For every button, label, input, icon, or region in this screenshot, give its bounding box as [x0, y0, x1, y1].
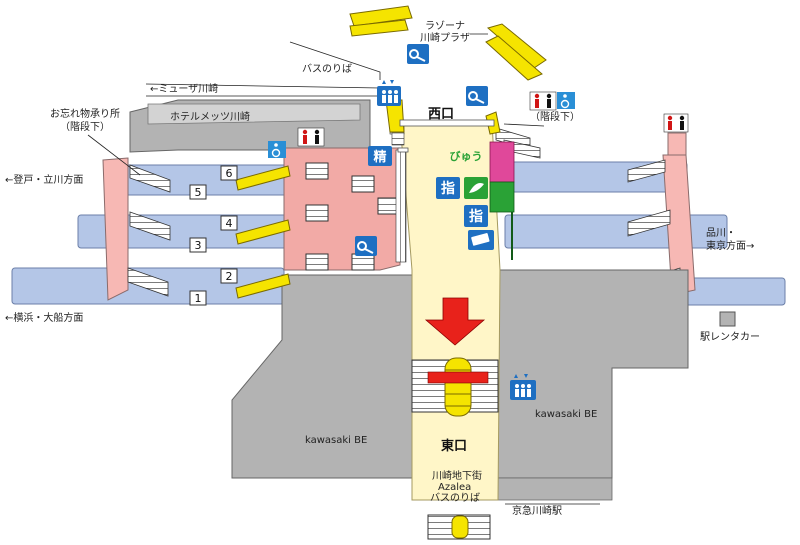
kawasaki-be-left-label: kawasaki BE: [305, 435, 367, 446]
toilet-icon: [297, 127, 325, 147]
svg-text:精: 精: [373, 149, 386, 165]
reserved-ticket-icon: 指: [436, 177, 460, 199]
accessible-icon-west: [557, 92, 575, 109]
hotel-label: ホテルメッツ川崎: [170, 110, 250, 123]
keikyu-label: 京急川崎駅: [512, 504, 562, 517]
east-escalator-coil: [444, 357, 472, 417]
platform-number-6: 6: [220, 165, 238, 181]
bus-stop-label: バスのりば: [302, 63, 352, 75]
bus-stop-east-label: バスのりば: [430, 492, 480, 504]
lazona-label: ラゾーナ: [425, 20, 465, 32]
left-bridge: [102, 157, 171, 301]
view-plaza-label: びゅう: [450, 149, 483, 163]
azalea-label: Azalea: [438, 482, 471, 493]
shinagawa-label: 品川・: [706, 227, 736, 239]
accessible-icon: [268, 141, 286, 158]
map-labels: ラゾーナ 川崎プラザ バスのりば ←ミューザ川崎 ホテルメッツ川崎 お忘れ物承り…: [5, 20, 760, 517]
pointer-lines: [87, 33, 600, 505]
ticket-gates: [397, 119, 495, 153]
svg-text:指: 指: [441, 180, 455, 197]
reserved-ticket-icon-2: 指: [464, 205, 488, 227]
escalator-barrier: [427, 371, 489, 384]
platform-number-4: 4: [220, 215, 238, 231]
buildings: [129, 99, 736, 501]
yokohama-label: ←横浜・大船方面: [5, 311, 83, 324]
platform-number-2: 2: [220, 268, 238, 284]
platform-number-5: 5: [189, 184, 207, 200]
parking-icon-west: [466, 86, 488, 106]
tokyo-label: 東京方面→: [706, 239, 754, 252]
elevator-icon: [377, 80, 401, 106]
east-exit-label: 東口: [441, 438, 467, 454]
underground-mall-label: 川崎地下街: [432, 469, 482, 482]
fare-adjustment-icon: 精: [368, 146, 392, 166]
view-plaza-box: [489, 141, 515, 183]
muza-label: ←ミューザ川崎: [150, 82, 218, 95]
platform-numbers: 6 5 4 3 2 1: [189, 165, 238, 306]
escalators: [235, 5, 547, 539]
platform-number-1: 1: [189, 290, 207, 306]
platform-right-2: [504, 214, 728, 249]
toilet-icon-east: [663, 113, 689, 133]
bus-icon: [468, 230, 494, 250]
downstairs-left-label: （階段下）: [60, 120, 110, 133]
west-exit-label: 西口: [428, 107, 454, 122]
kawasaki-plaza-label: 川崎プラザ: [420, 31, 470, 44]
svg-text:6: 6: [226, 167, 233, 180]
svg-text:5: 5: [195, 186, 202, 199]
svg-text:3: 3: [195, 239, 202, 252]
downstairs-right-label: （階段下）: [530, 110, 580, 123]
green-window-box: [489, 181, 515, 213]
noboto-label: ←登戸・立川方面: [5, 173, 83, 186]
lost-found-label: お忘れ物承り所: [50, 107, 120, 120]
elevator-icon-east: [510, 374, 536, 400]
kawasaki-be-right-label: kawasaki BE: [535, 409, 597, 420]
parking-icon-concourse: [355, 236, 377, 256]
platform-number-3: 3: [189, 237, 207, 253]
svg-text:1: 1: [195, 292, 202, 305]
direction-arrow: [424, 297, 486, 346]
green-window-icon: [464, 177, 488, 199]
svg-text:4: 4: [226, 217, 233, 230]
rent-a-car-label: 駅レンタカー: [700, 331, 760, 343]
svg-text:2: 2: [226, 270, 233, 283]
parking-icon: [407, 44, 429, 64]
toilet-icon-west: [529, 91, 557, 111]
svg-text:指: 指: [469, 208, 483, 225]
